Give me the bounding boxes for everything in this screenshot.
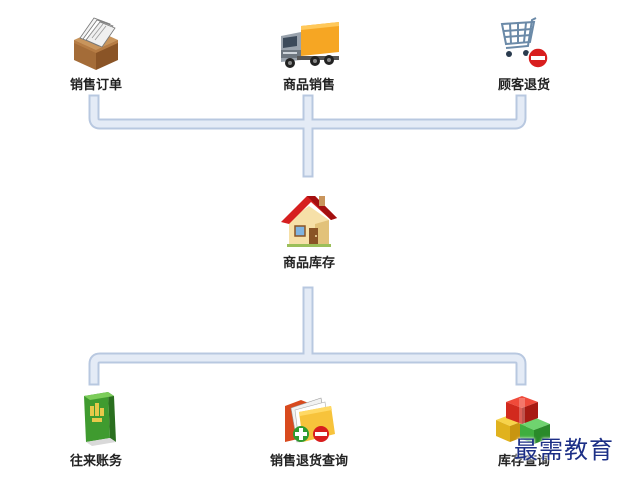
node-return-query[interactable]: 销售退货查询	[249, 388, 369, 469]
ledger-book-icon	[84, 392, 116, 446]
node-stock-query-label: 库存查询	[497, 454, 550, 469]
document-box-icon	[74, 17, 118, 70]
folder-add-remove-icon	[285, 397, 335, 443]
node-return-query-label: 销售退货查询	[269, 454, 348, 469]
shopping-cart-remove-icon	[500, 17, 549, 69]
node-sales-order-label: 销售订单	[69, 78, 122, 93]
node-sales-order[interactable]: 销售订单	[36, 12, 156, 93]
node-inventory[interactable]: 商品库存	[249, 190, 369, 271]
node-product-sales[interactable]: 商品销售	[249, 12, 369, 93]
node-accounts[interactable]: 往来账务	[36, 388, 156, 469]
node-product-sales-label: 商品销售	[282, 78, 335, 93]
node-inventory-label: 商品库存	[282, 256, 335, 271]
stacked-boxes-icon	[496, 396, 550, 444]
node-customer-return-label: 顾客退货	[497, 78, 550, 93]
house-icon	[281, 196, 337, 247]
node-customer-return[interactable]: 顾客退货	[464, 12, 584, 93]
node-accounts-label: 往来账务	[69, 454, 122, 469]
node-stock-query[interactable]: 库存查询	[464, 388, 584, 469]
watermark-text: 最需教育	[514, 436, 614, 464]
delivery-truck-icon	[281, 22, 339, 68]
